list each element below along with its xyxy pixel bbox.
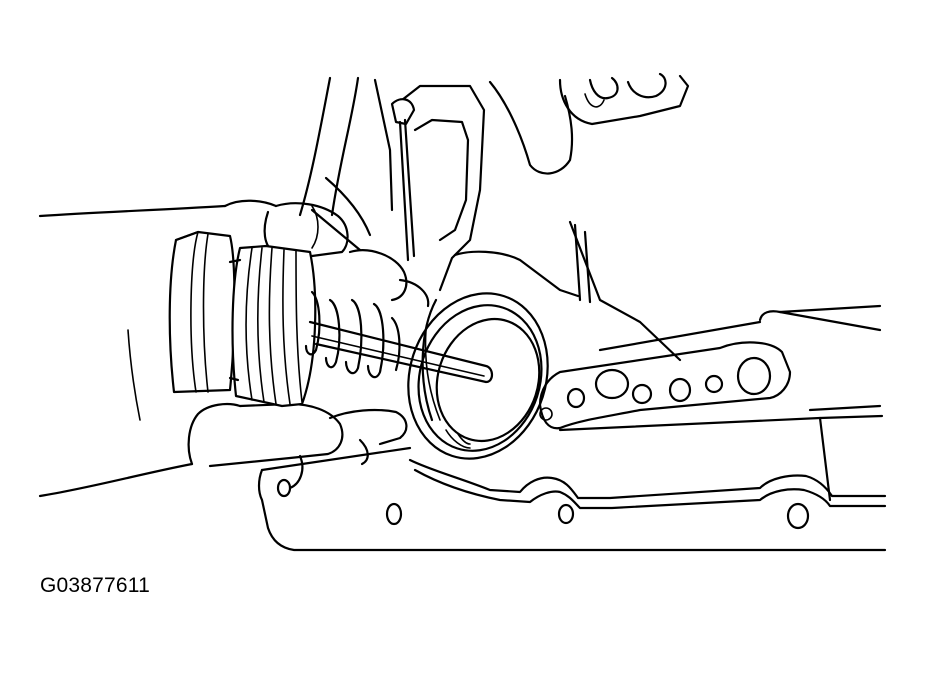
oil-seal — [407, 292, 549, 460]
oil-pan — [257, 404, 887, 552]
engine-block-upper — [298, 72, 882, 362]
gasket-rail — [538, 341, 792, 430]
seal-installer-tool — [168, 230, 494, 408]
figure-id-label: G03877611 — [40, 574, 151, 597]
